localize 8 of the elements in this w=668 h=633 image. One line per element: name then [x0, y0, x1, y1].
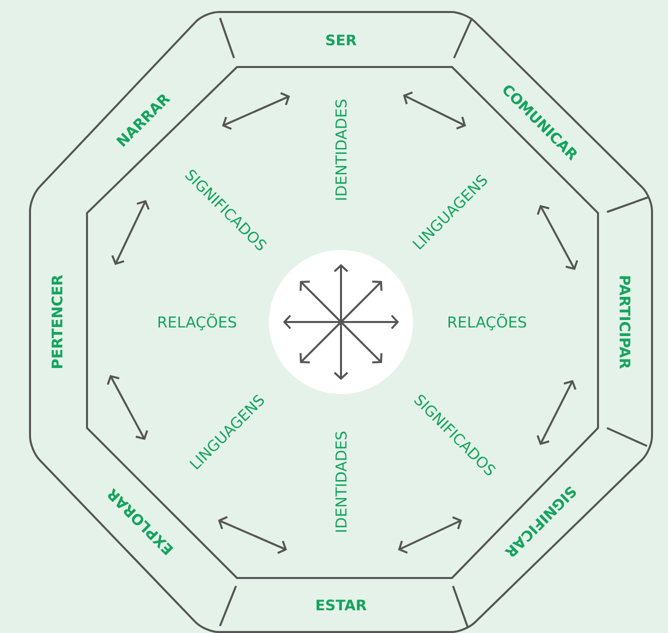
band-label: PARTICIPAR — [620, 276, 630, 369]
band-label: PERTENCER — [52, 274, 62, 368]
theme-label: IDENTIDADES — [335, 432, 347, 532]
theme-label: IDENTIDADES — [335, 100, 347, 200]
theme-label: RELAÇÕES — [158, 314, 236, 330]
band-label: SER — [326, 34, 356, 46]
band-label: ESTAR — [316, 600, 366, 610]
theme-label: RELAÇÕES — [448, 314, 526, 330]
